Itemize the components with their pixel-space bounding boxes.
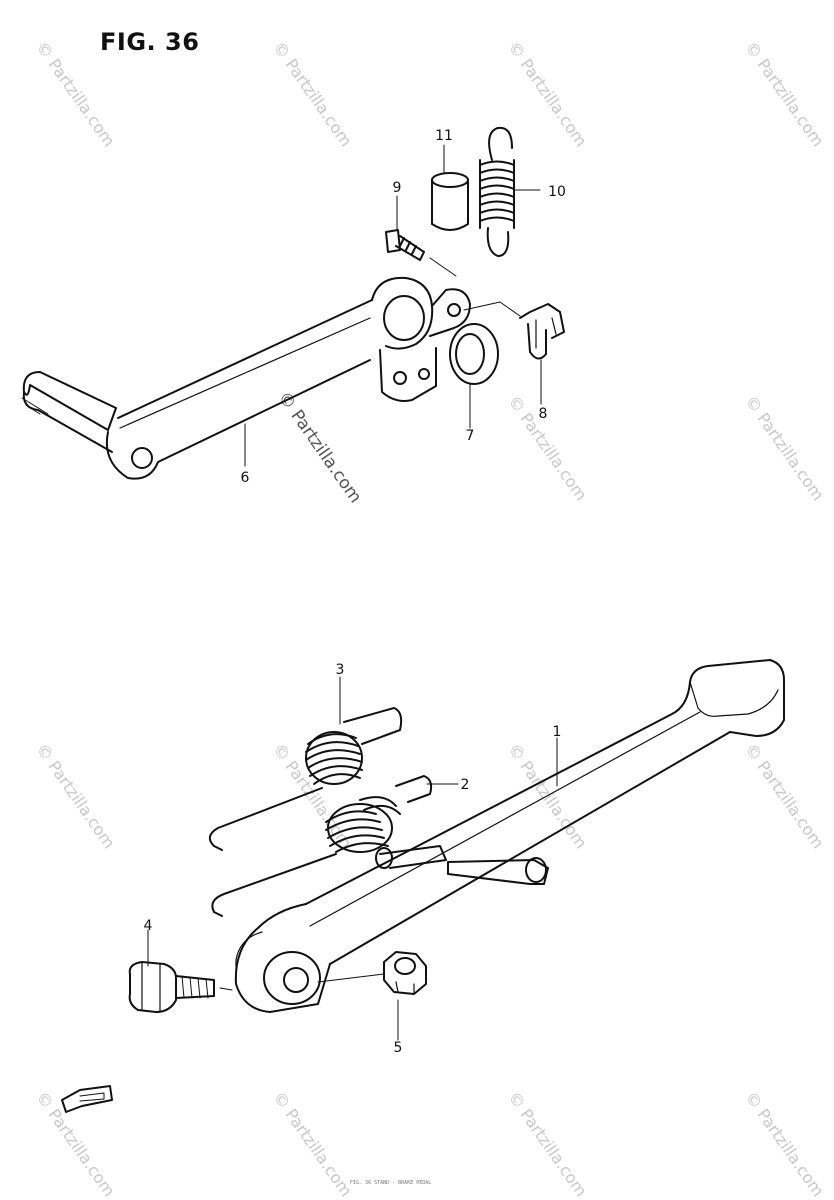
callout-9: 9 — [393, 180, 402, 196]
footer-caption: FIG. 36 STAND - BRAKE PEDAL — [350, 1180, 432, 1186]
spring-inner-part-2 — [211, 775, 433, 917]
side-stand-part-1 — [234, 659, 785, 1013]
callout-labels: 11 10 9 8 7 6 3 2 1 4 5 — [144, 128, 566, 1056]
clip-part-8 — [519, 303, 565, 360]
washer-part-7 — [449, 323, 499, 385]
spring-outer-part-3 — [208, 707, 403, 851]
leader-lines — [147, 144, 558, 1041]
callout-3: 3 — [336, 662, 345, 678]
forward-arrow-icon — [61, 1085, 113, 1113]
callout-6: 6 — [241, 470, 250, 486]
callout-4: 4 — [144, 918, 153, 934]
callout-2: 2 — [461, 777, 470, 793]
spacer-part-11 — [431, 172, 469, 231]
callout-7: 7 — [466, 428, 475, 444]
callout-11: 11 — [435, 128, 453, 144]
return-spring-part-10 — [479, 126, 515, 257]
callout-8: 8 — [539, 406, 548, 422]
callout-1: 1 — [553, 724, 562, 740]
callout-10: 10 — [548, 184, 566, 200]
nut-part-5 — [383, 951, 427, 995]
callout-5: 5 — [394, 1040, 403, 1056]
bolt-part-4 — [128, 961, 233, 1013]
brake-pedal-part-6 — [21, 276, 521, 480]
bolt-part-9 — [385, 229, 457, 277]
figure-title: FIG. 36 — [100, 28, 200, 56]
